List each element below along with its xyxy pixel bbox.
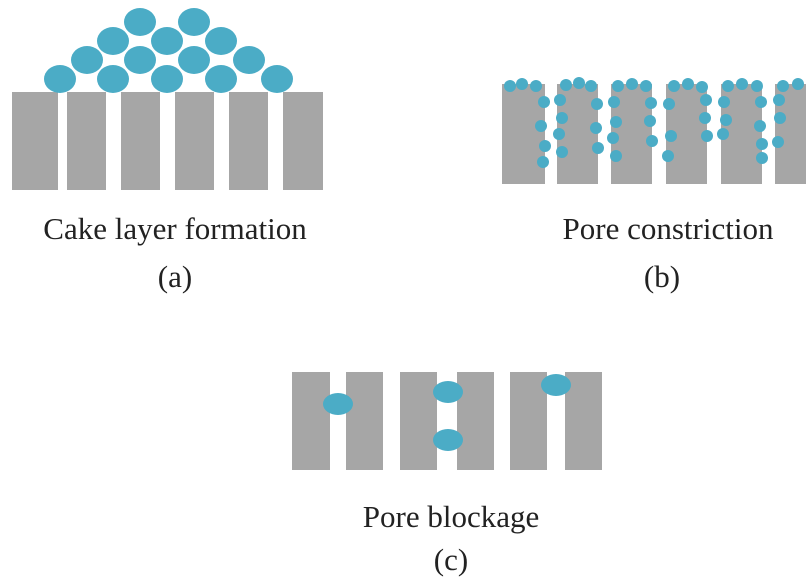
panel-a-particles	[44, 8, 293, 93]
membrane-bar	[292, 372, 330, 470]
panel-b-pore-constriction	[502, 77, 806, 184]
particle	[612, 80, 624, 92]
particle	[124, 46, 156, 74]
particle	[662, 150, 674, 162]
particle	[205, 27, 237, 55]
particle	[717, 128, 729, 140]
particle	[640, 80, 652, 92]
particle	[610, 116, 622, 128]
particle	[538, 96, 550, 108]
particle	[610, 150, 622, 162]
particle	[124, 8, 156, 36]
panel-b-caption: Pore constriction	[562, 211, 774, 246]
panel-b-particles	[504, 77, 804, 168]
particle	[261, 65, 293, 93]
particle	[700, 94, 712, 106]
membrane-bar	[121, 92, 160, 190]
particle	[556, 112, 568, 124]
particle	[701, 130, 713, 142]
panel-a-cake-layer	[12, 8, 323, 190]
particle	[151, 65, 183, 93]
particle	[590, 122, 602, 134]
particle	[663, 98, 675, 110]
membrane-bar	[457, 372, 494, 470]
particle	[646, 135, 658, 147]
particle	[792, 78, 804, 90]
particle	[591, 98, 603, 110]
particle	[44, 65, 76, 93]
particle	[554, 94, 566, 106]
particle	[645, 97, 657, 109]
particle	[608, 96, 620, 108]
particle	[665, 130, 677, 142]
panel-a-membrane	[12, 92, 323, 190]
particle	[560, 79, 572, 91]
panel-c-membrane	[292, 372, 602, 470]
particle	[718, 96, 730, 108]
membrane-bar	[175, 92, 214, 190]
particle	[97, 27, 129, 55]
particle	[573, 77, 585, 89]
membrane-bar	[346, 372, 383, 470]
particle	[323, 393, 353, 415]
particle	[722, 80, 734, 92]
particle	[756, 138, 768, 150]
particle	[696, 81, 708, 93]
panel-b-label: (b)	[643, 259, 681, 294]
particle	[668, 80, 680, 92]
particle	[537, 156, 549, 168]
membrane-bar	[510, 372, 547, 470]
particle	[71, 46, 103, 74]
particle	[556, 146, 568, 158]
particle	[682, 78, 694, 90]
particle	[585, 80, 597, 92]
particle	[433, 429, 463, 451]
particle	[755, 96, 767, 108]
particle	[644, 115, 656, 127]
membrane-bar	[12, 92, 58, 190]
particle	[535, 120, 547, 132]
membrane-bar	[283, 92, 323, 190]
particle	[754, 120, 766, 132]
panel-a-caption: Cake layer formation	[43, 211, 307, 246]
membrane-bar	[229, 92, 268, 190]
particle	[773, 94, 785, 106]
particle	[178, 8, 210, 36]
panel-c-pore-blockage	[292, 372, 602, 470]
particle	[553, 128, 565, 140]
membrane-bar	[400, 372, 437, 470]
membrane-bar	[67, 92, 106, 190]
particle	[774, 112, 786, 124]
panel-a-label: (a)	[157, 259, 193, 294]
panel-c-particles	[323, 374, 571, 451]
particle	[736, 78, 748, 90]
particle	[539, 140, 551, 152]
panel-c-label: (c)	[433, 542, 469, 577]
panel-c-caption: Pore blockage	[362, 499, 540, 534]
particle	[720, 114, 732, 126]
particle	[233, 46, 265, 74]
particle	[151, 27, 183, 55]
particle	[592, 142, 604, 154]
particle	[205, 65, 237, 93]
particle	[433, 381, 463, 403]
particle	[751, 80, 763, 92]
particle	[699, 112, 711, 124]
particle	[530, 80, 542, 92]
particle	[504, 80, 516, 92]
particle	[178, 46, 210, 74]
particle	[756, 152, 768, 164]
particle	[516, 78, 528, 90]
membrane-bar	[502, 84, 545, 184]
particle	[626, 78, 638, 90]
membrane-bar	[565, 372, 602, 470]
particle	[777, 80, 789, 92]
particle	[97, 65, 129, 93]
particle	[772, 136, 784, 148]
particle	[607, 132, 619, 144]
particle	[541, 374, 571, 396]
